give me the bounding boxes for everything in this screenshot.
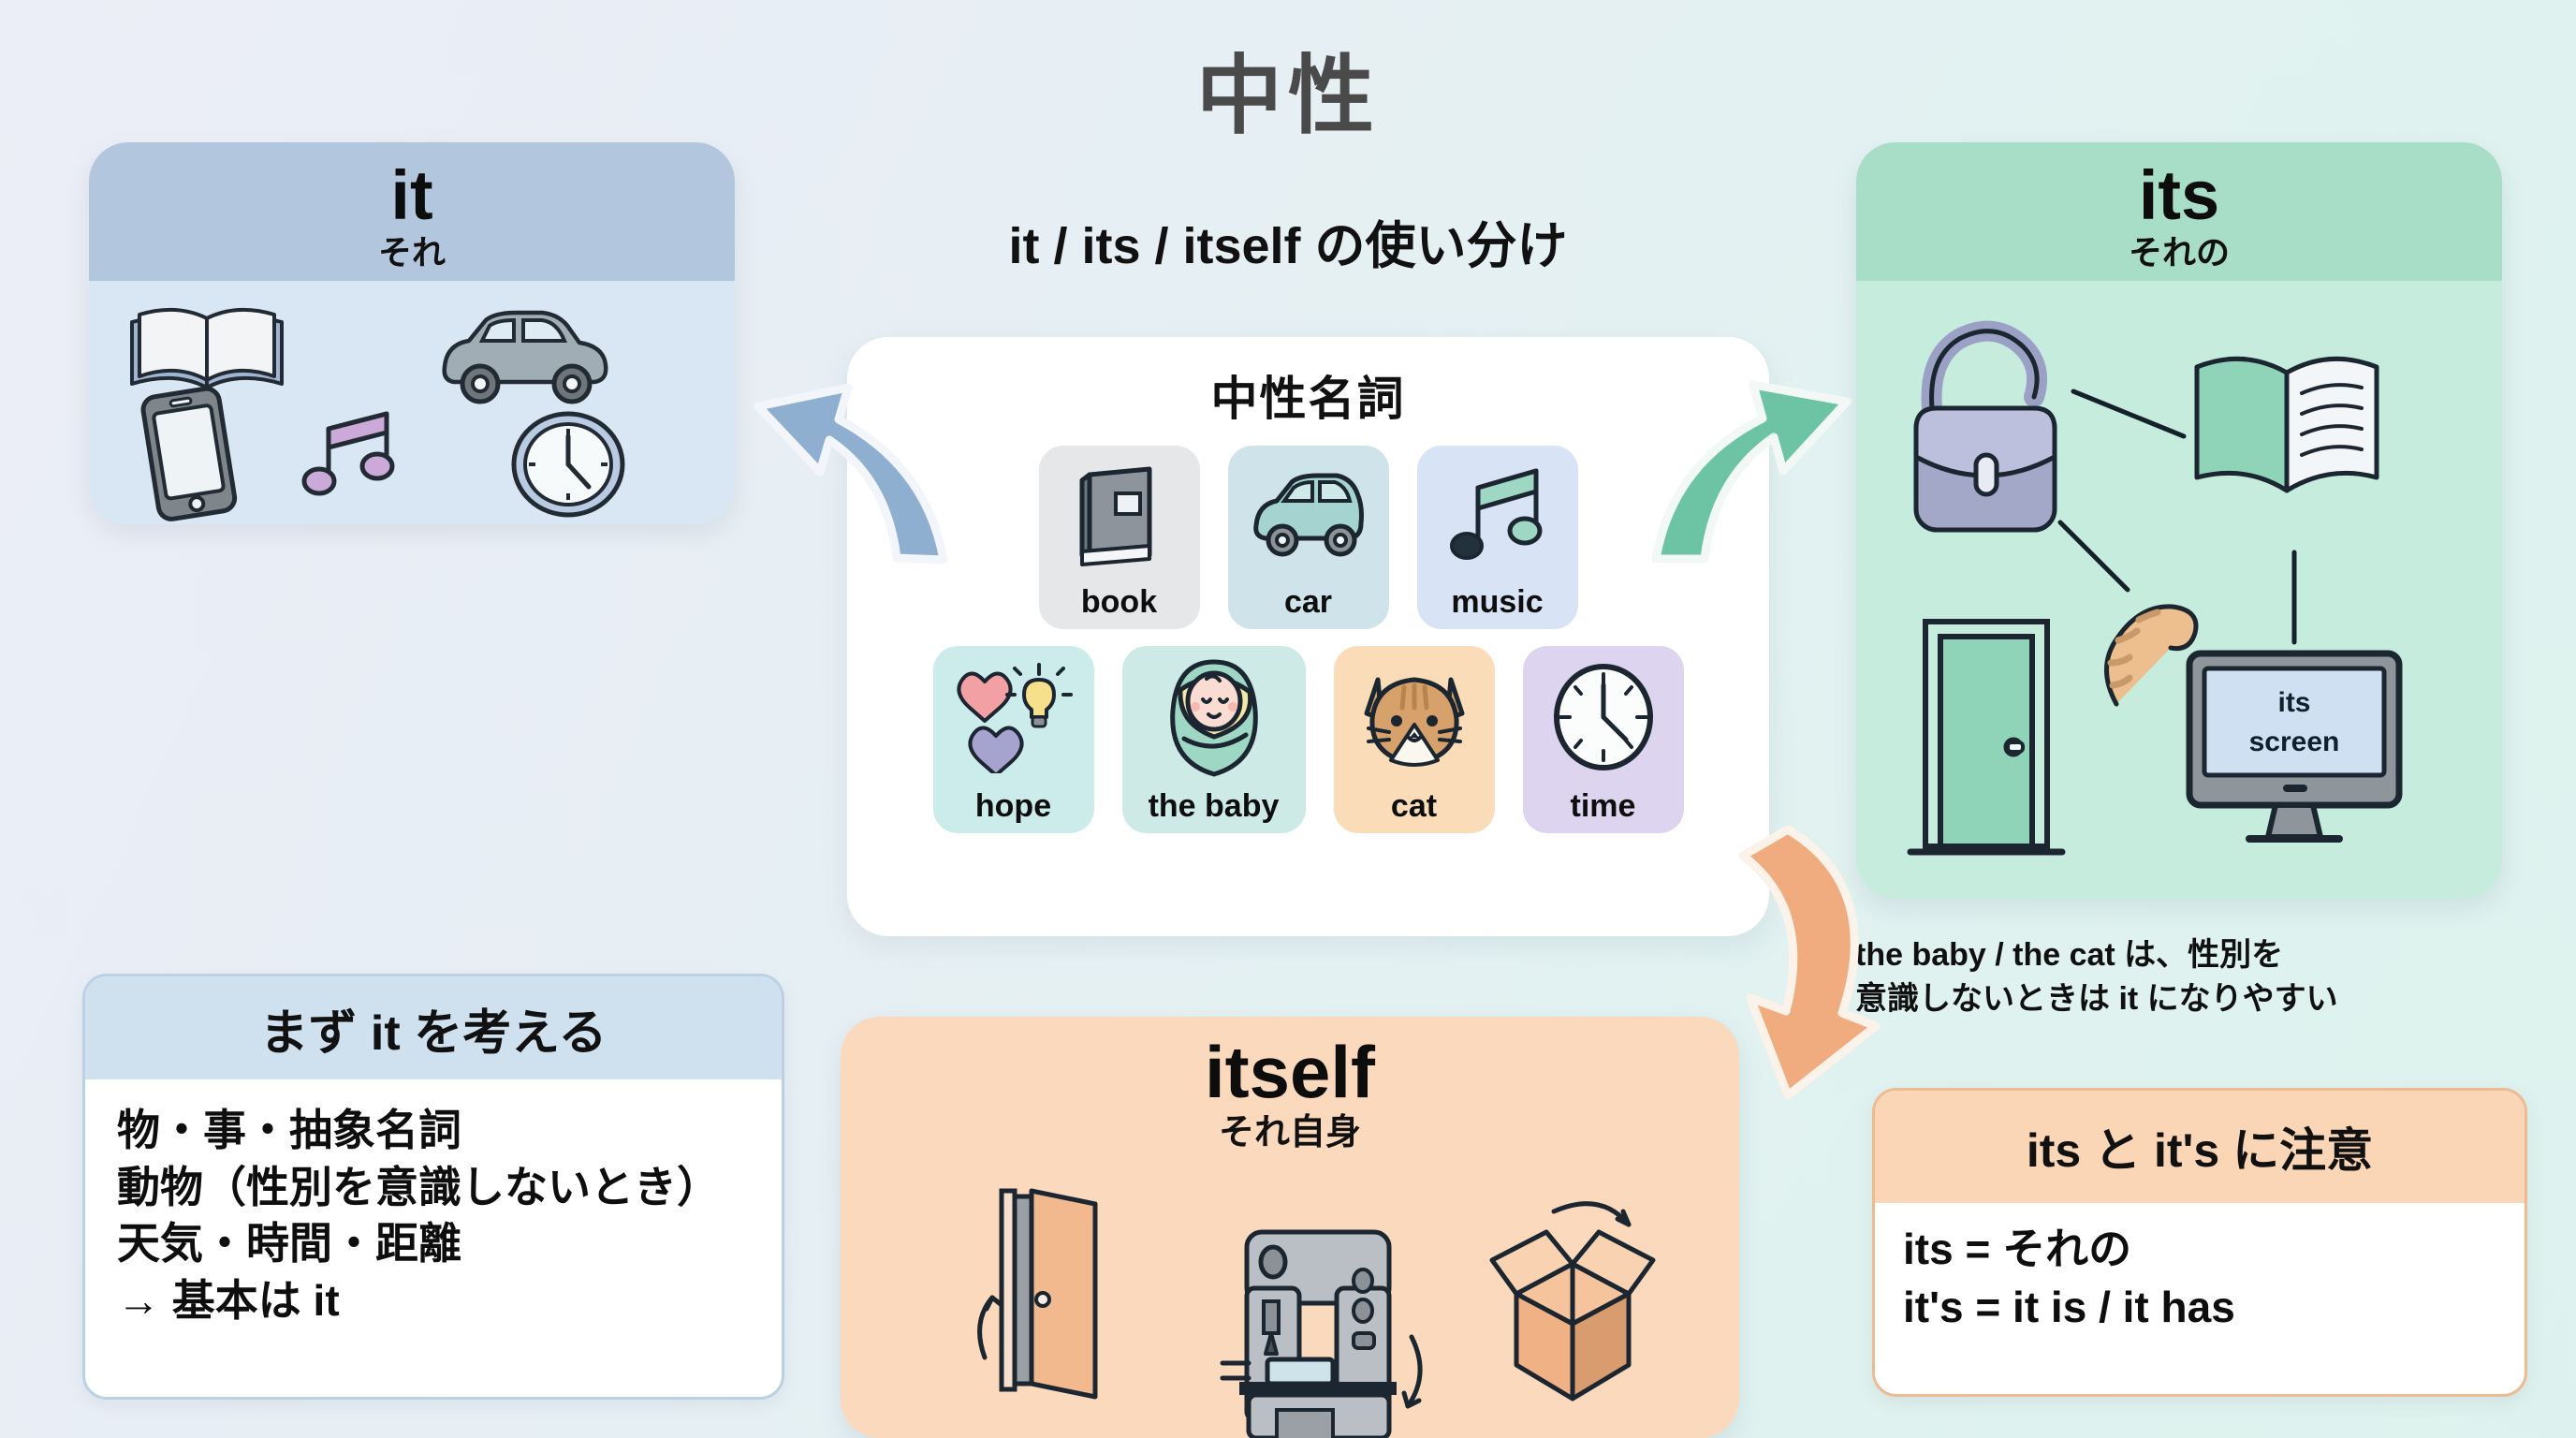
its-card-header: its それの	[1856, 142, 2502, 281]
cat-icon	[1334, 646, 1495, 790]
it-first-box-heading: まず it を考える	[85, 976, 782, 1079]
itself-card-header: itself それ自身	[841, 1017, 1739, 1153]
gender-note-line: 意識しないときは it になりやすい	[1855, 980, 2338, 1017]
noun-tile-label: car	[1283, 584, 1333, 620]
neuter-nouns-panel: 中性名詞 book	[847, 337, 1769, 936]
its-card-body: its screen	[1856, 281, 2502, 899]
clock-icon	[1523, 646, 1684, 790]
clock-icon	[511, 411, 625, 518]
neuter-nouns-title: 中性名詞	[1210, 373, 1406, 425]
noun-tile-cat[interactable]: cat	[1333, 646, 1495, 833]
noun-tile-book[interactable]: book	[1038, 446, 1200, 629]
it-first-line: → 基本は it	[117, 1276, 340, 1326]
noun-tile-label: the baby	[1148, 788, 1280, 824]
music-icon	[1417, 446, 1578, 586]
it-first-line: 天気・時間・距離	[117, 1219, 461, 1269]
monitor-screen-line1: its	[2277, 687, 2310, 718]
noun-tile-label: book	[1080, 584, 1158, 620]
gender-note: the baby / the cat は、性別を 意識しないときは it になり…	[1855, 933, 2576, 1021]
itself-card: itself それ自身	[841, 1017, 1739, 1438]
door-opening-icon	[977, 1188, 1098, 1400]
handbag-icon	[1913, 320, 2057, 533]
noun-tile-car[interactable]: car	[1227, 446, 1389, 629]
phone-icon	[140, 386, 238, 521]
page-title: 中性	[1195, 49, 1380, 144]
it-icon-group	[130, 307, 625, 521]
noun-tile-label: cat	[1390, 788, 1438, 824]
it-first-line: 動物（性別を意識しないとき）	[117, 1162, 720, 1211]
its-vs-its-body: its = それの it's = it is / it has	[1875, 1203, 2525, 1336]
noun-tile-hope[interactable]: hope	[932, 646, 1094, 833]
music-note-icon	[301, 411, 395, 496]
its-vs-its-heading: its と it's に注意	[1875, 1091, 2525, 1203]
page-subtitle: it / its / itself の使い分け	[1008, 218, 1568, 274]
hope-icon	[933, 646, 1094, 790]
book-icon	[1039, 446, 1200, 586]
car-icon	[1228, 446, 1389, 586]
it-card: it それ	[89, 142, 735, 524]
its-vs-its-line: it's = it is / it has	[1903, 1283, 2235, 1332]
open-book-lined-icon	[2194, 356, 2379, 493]
it-card-header: it それ	[89, 142, 735, 281]
tail-icon	[2104, 604, 2199, 707]
its-vs-its-line: its = それの	[1903, 1225, 2132, 1273]
itself-icon-group	[977, 1188, 1656, 1438]
connector-lines	[2057, 389, 2297, 645]
neuter-nouns-row-2: hope th	[847, 646, 1769, 833]
noun-tile-time[interactable]: time	[1522, 646, 1684, 833]
it-first-line: 物・事・抽象名詞	[117, 1106, 461, 1154]
it-first-box-body: 物・事・抽象名詞 動物（性別を意識しないとき） 天気・時間・距離 → 基本は i…	[85, 1079, 782, 1329]
it-card-body	[89, 281, 735, 524]
noun-tile-the-baby[interactable]: the baby	[1121, 646, 1306, 833]
noun-tile-music[interactable]: music	[1416, 446, 1578, 629]
its-vs-its-box: its と it's に注意 its = それの it's = it is / …	[1872, 1088, 2527, 1397]
its-card: its それの	[1856, 142, 2502, 899]
monitor-icon: its screen	[2186, 650, 2403, 843]
it-card-title: it	[390, 156, 433, 235]
its-card-subtitle: それの	[2128, 233, 2230, 272]
its-card-title: its	[2138, 156, 2220, 235]
noun-tile-label: hope	[974, 788, 1052, 824]
itself-card-subtitle: それ自身	[1218, 1113, 1361, 1152]
baby-icon	[1122, 646, 1306, 790]
box-icon	[1489, 1201, 1656, 1401]
machine-icon	[1220, 1229, 1423, 1438]
itself-card-title: itself	[1204, 1031, 1376, 1113]
gender-note-line: the baby / the cat は、性別を	[1855, 937, 2284, 973]
it-card-subtitle: それ	[377, 233, 446, 272]
neuter-nouns-row-1: book car	[847, 446, 1769, 629]
noun-tile-label: time	[1570, 788, 1636, 824]
noun-tile-label: music	[1451, 584, 1544, 620]
its-icon-group: its screen	[1907, 320, 2403, 856]
open-book-icon	[130, 307, 284, 389]
monitor-screen-line2: screen	[2249, 726, 2340, 757]
car-icon	[442, 310, 608, 404]
it-first-box: まず it を考える 物・事・抽象名詞 動物（性別を意識しないとき） 天気・時間…	[82, 974, 784, 1400]
door-icon	[1907, 619, 2066, 856]
